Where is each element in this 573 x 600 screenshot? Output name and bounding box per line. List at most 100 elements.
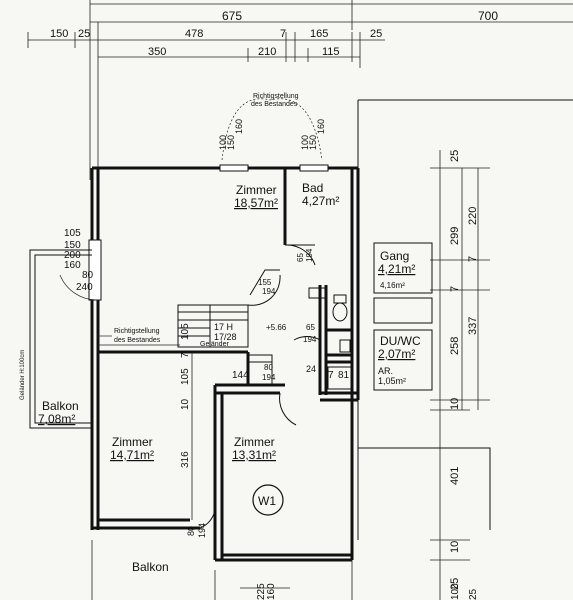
dim-700: 700 (478, 9, 498, 23)
rdim-10b: 10 (449, 541, 461, 553)
window-top-left (219, 164, 249, 172)
dim-316: 316 (180, 451, 191, 468)
room-ar-label: AR. (378, 366, 393, 376)
bdim-160: 160 (266, 583, 277, 600)
room-gang-name: Gang (380, 249, 409, 263)
ldim-150: 150 (64, 240, 81, 251)
richtung-mid-1: Richtigstellung (114, 328, 160, 335)
room-duwc-name: DU/WC (380, 334, 421, 348)
ldim-80: 80 (82, 270, 94, 281)
dim-478: 478 (185, 28, 203, 40)
duwc-door-7: 7 (328, 370, 334, 381)
room-zimmer-right-area: 13,31m² (232, 448, 276, 462)
bdim-225: 225 (256, 583, 267, 600)
ldim-160: 160 (64, 260, 81, 271)
ldim-105: 105 (64, 228, 81, 239)
rdim-337: 337 (467, 317, 479, 335)
win-dim-5: 150 (308, 135, 318, 150)
gang-box (373, 242, 433, 391)
rdim-7a: 7 (467, 256, 479, 262)
bdim-25: 25 (468, 588, 479, 600)
room-zimmer-left-name: Zimmer (112, 435, 153, 449)
room-bad-name: Bad (302, 181, 323, 195)
room-ar-area: 1,05m² (378, 376, 406, 386)
room-zimmer-right-name: Zimmer (234, 435, 275, 449)
room-gang-extra: 4,16m² (380, 281, 405, 290)
win-dim-3: 160 (234, 119, 244, 134)
neighbour-outline (357, 99, 573, 540)
top-dimension-lines: 675 700 150 25 478 7 165 25 350 210 115 (27, 0, 573, 180)
richtigstellung-top: Richtigstellung des Bestandes (221, 93, 323, 161)
dim-350: 350 (148, 46, 166, 58)
dim-144: 144 (232, 370, 249, 381)
dim-10-mid: 10 (180, 398, 191, 410)
doors: 65 194 65 194 80 194 80 194 (186, 244, 321, 538)
win-dim-4: 100 (300, 135, 310, 150)
door-bottom-80: 80 (186, 526, 196, 536)
rdim-258: 258 (449, 337, 461, 355)
window-top-right (299, 164, 329, 172)
dim-25b: 25 (370, 28, 382, 40)
bdim-100: 100 (450, 583, 461, 600)
door-center-194: 194 (262, 373, 276, 382)
rdim-25a: 25 (449, 150, 461, 162)
inner-dims: 144 105 7 10 316 24 (180, 352, 316, 520)
room-zimmer-left-area: 14,71m² (110, 448, 154, 462)
gelaender-left-label: Geländer H:100cm (20, 350, 26, 400)
rdim-7b: 7 (449, 286, 461, 292)
dim-7: 7 (280, 28, 286, 40)
rdim-25b: 25 (449, 578, 461, 590)
level-label: +5.66 (266, 323, 287, 332)
room-duwc-area: 2,07m² (378, 347, 415, 361)
left-wall-dims: 105 150 200 160 80 240 (59, 228, 99, 301)
dim-155: 155 (258, 278, 272, 287)
win-dim-2: 150 (226, 135, 236, 150)
dim-194-stairs: 194 (262, 287, 276, 296)
door-gang-65: 65 (306, 323, 315, 332)
room-gang-area: 4,21m² (378, 262, 415, 276)
richtung-mid-2: des Bestandes (114, 337, 161, 344)
sanitary: 7 81 (308, 287, 353, 390)
duwc-door-81: 81 (338, 370, 350, 381)
win-dim-6: 160 (316, 119, 326, 134)
wall-24: 24 (306, 364, 316, 374)
dim-105-mid: 105 (180, 368, 191, 385)
door-bottom-194: 194 (197, 523, 207, 538)
room-balkon-left-area: 7,08m² (38, 412, 75, 426)
door-gang-194: 194 (303, 335, 317, 344)
room-labels: Zimmer 18,57m² Bad 4,27m² Gang 4,21m² 4,… (38, 181, 421, 574)
stairs-count: 17 H (214, 322, 233, 332)
rdim-10a: 10 (449, 398, 461, 410)
rdim-220: 220 (467, 207, 479, 225)
dim-25a: 25 (78, 28, 90, 40)
w1-marker: W1 (252, 484, 284, 516)
w1-circle (252, 484, 284, 516)
dim-105-left: 105 (180, 323, 191, 340)
richtigstellung-mid: Richtigstellung des Bestandes 105 (98, 323, 191, 346)
bottom-dimension-lines: 225 160 100 25 (91, 540, 479, 600)
win-dim-1: 100 (218, 135, 228, 150)
ldim-200: 200 (64, 250, 81, 261)
room-zimmer-top-area: 18,57m² (234, 196, 278, 210)
windows (88, 164, 329, 301)
rdim-299: 299 (449, 227, 461, 245)
rdim-401: 401 (449, 467, 461, 485)
window-dims: 100 150 160 100 150 160 (218, 119, 326, 150)
richtung-top-2: des Bestandes (251, 101, 298, 108)
richtung-top-1: Richtigstellung (253, 93, 299, 100)
ldim-240: 240 (76, 282, 93, 293)
w1-label: W1 (258, 494, 276, 508)
door-center-80: 80 (264, 363, 273, 372)
room-balkon-bottom-name: Balkon (132, 560, 169, 574)
dim-675: 675 (222, 9, 242, 23)
room-bad-area: 4,27m² (302, 194, 339, 208)
door-bad-65: 65 (296, 253, 305, 262)
dim-210: 210 (258, 46, 276, 58)
room-zimmer-top-name: Zimmer (236, 183, 277, 197)
dim-7-mid: 7 (180, 352, 191, 358)
stairs: 17 H 17/28 Geländer +5.66 155 194 (177, 269, 287, 348)
dim-150: 150 (50, 28, 68, 40)
dim-165: 165 (310, 28, 328, 40)
dim-115: 115 (322, 46, 340, 58)
